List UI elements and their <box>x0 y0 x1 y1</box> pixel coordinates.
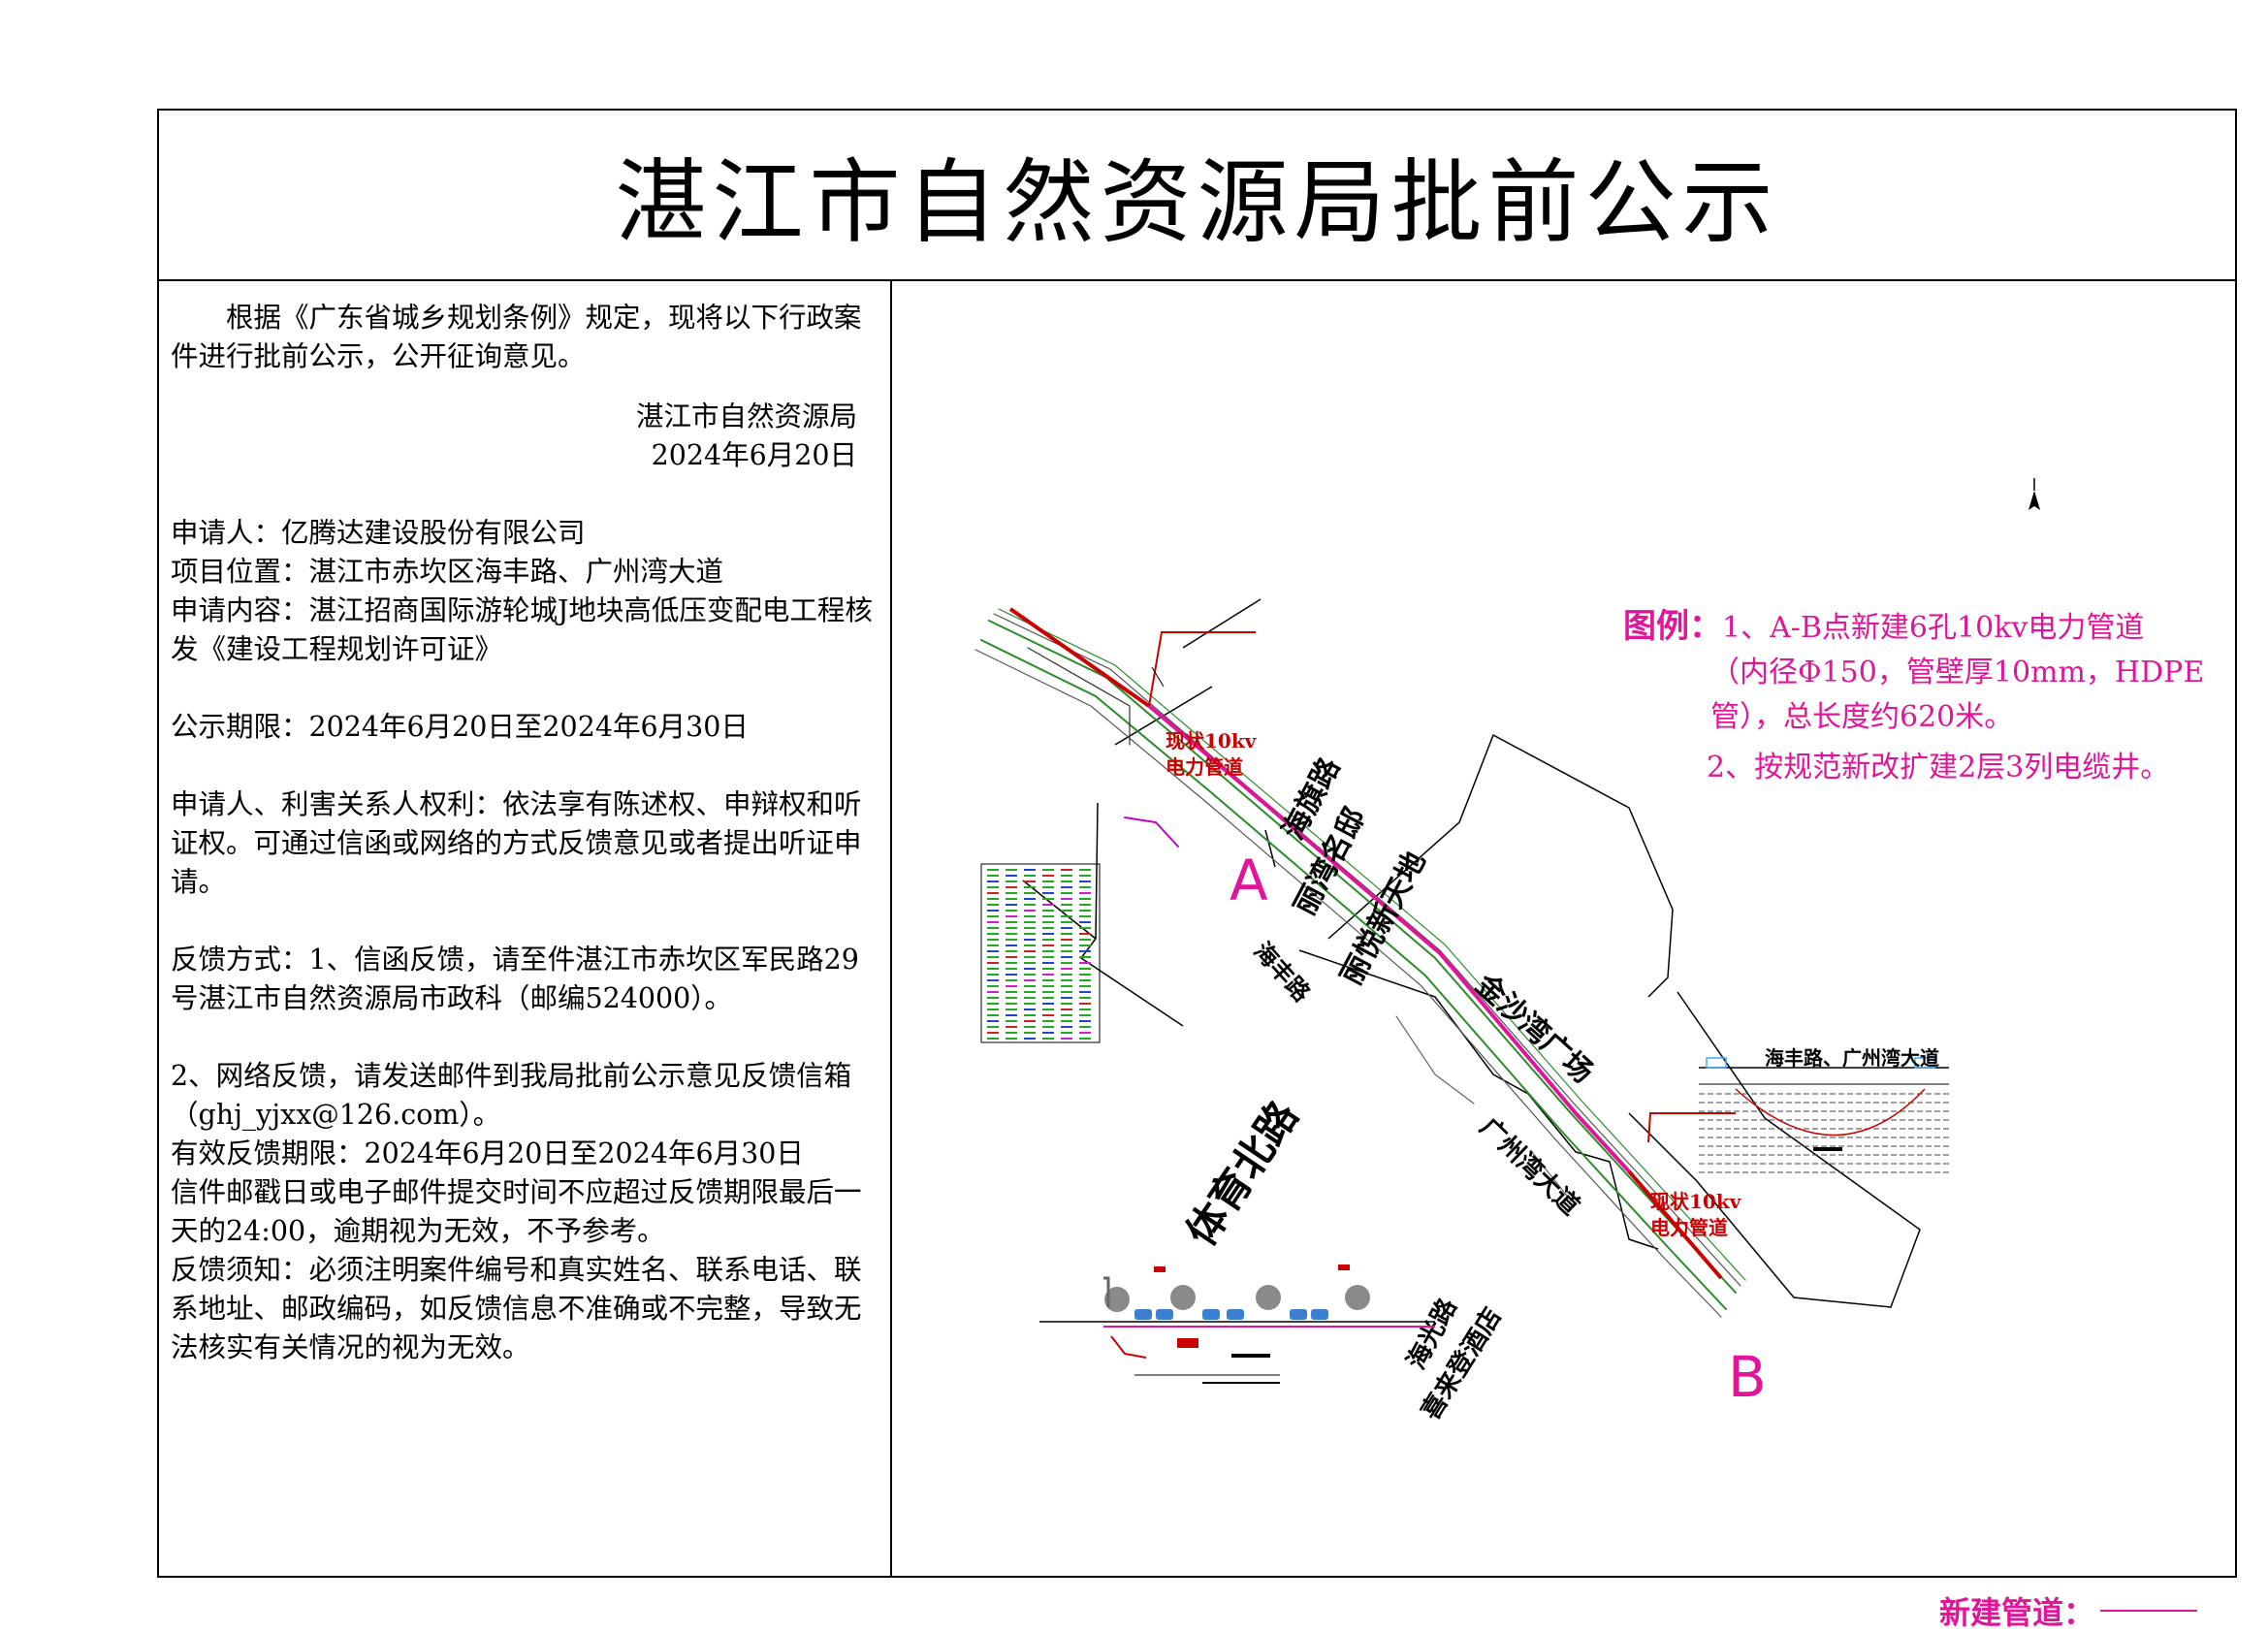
legend-item-3: 管），总长度约620米。 <box>1710 700 2014 734</box>
map-legend: 图例：1、A-B点新建6孔10kv电力管道 （内径Φ150，管壁厚10mm，HD… <box>1623 604 2224 790</box>
point-a-label: A <box>1230 848 1268 913</box>
page-title: 湛江市自然资源局批前公示 <box>615 150 1779 256</box>
point-b-label: B <box>1728 1344 1767 1410</box>
legend-head: 图例： <box>1623 607 1722 646</box>
north-arrow-icon <box>2028 478 2040 510</box>
stakeholder-rights: 申请人、利害关系人权利：依法享有陈述权、申辩权和听证权。可通过信函或网络的方式反… <box>171 788 862 898</box>
new-pipe-swatch <box>2100 1610 2198 1612</box>
road-cross-section <box>1039 1265 1435 1384</box>
feedback-mail: 反馈方式：1、信函反馈，请至件湛江市赤坎区军民路29号湛江市自然资源局市政科（邮… <box>171 944 859 1014</box>
legend-item-1: 1、A-B点新建6孔10kv电力管道 <box>1722 611 2145 645</box>
new-pipe-key: 新建管道： <box>1939 1588 2198 1633</box>
existing-pipe-label-b: 现状10kv 电力管道 <box>1650 1190 1747 1239</box>
notice-intro: 根据《广东省城乡规划条例》规定，现将以下行政案件进行批前公示，公开征询意见。 <box>171 302 862 372</box>
pipe-section-diagram: 海丰路、广州湾大道 <box>1699 1046 1949 1173</box>
notice-frame: 湛江市自然资源局批前公示 根据《广东省城乡规划条例》规定，现将以下行政案件进行批… <box>157 109 2237 1631</box>
site-plan-map: 现状10kv 电力管道 现状10kv 电力管道 A B 海旗路 丽湾名邸 丽悦新… <box>892 279 2235 1631</box>
notice-period: 公示期限：2024年6月20日至2024年6月30日 <box>171 711 749 743</box>
feedback-deadline: 有效反馈期限：2024年6月20日至2024年6月30日 <box>171 1137 804 1169</box>
existing-pipe-segment <box>1008 607 1151 708</box>
existing-pipe-label-b-line1: 现状10kv <box>1650 1190 1742 1213</box>
postmark-rule: 信件邮戳日或电子邮件提交时间不应超过反馈期限最后一天的24:00，逾期视为无效，… <box>171 1176 862 1247</box>
issue-date: 2024年6月20日 <box>651 439 857 471</box>
issuer: 湛江市自然资源局 <box>635 400 857 432</box>
haifeng-road-label: 海丰路 <box>1249 937 1317 1009</box>
tiyu-north-road-label: 体育北路 <box>1177 1092 1308 1255</box>
callout-lines <box>1148 631 1736 1143</box>
vehicle-icon <box>1227 1309 1244 1320</box>
feedback-requirement: 反馈须知：必须注明案件编号和真实姓名、联系电话、联系地址、邮政编码，如反馈信息不… <box>171 1254 862 1363</box>
applicant: 申请人：亿腾达建设股份有限公司 <box>171 517 586 549</box>
legend-item-2: （内径Φ150，管壁厚10mm，HDPE <box>1710 656 2205 689</box>
vehicle-icon <box>1202 1309 1220 1320</box>
new-pipe-route <box>1147 704 1631 1173</box>
existing-pipe-label-a-line1: 现状10kv <box>1166 729 1258 752</box>
new-pipe-label: 新建管道： <box>1939 1594 2095 1631</box>
site-plan-drawing: 现状10kv 电力管道 现状10kv 电力管道 A B 海旗路 丽湾名邸 丽悦新… <box>974 478 2040 1425</box>
feedback-email: 2、网络反馈，请发送邮件到我局批前公示意见反馈信箱（ghj_yjxx@126.c… <box>171 1060 852 1131</box>
legend-line-1: 图例：1、A-B点新建6孔10kv电力管道 <box>1623 604 2224 651</box>
vehicle-icon <box>1156 1309 1173 1320</box>
vehicle-icon <box>1290 1309 1307 1320</box>
application-content: 申请内容：湛江招商国际游轮城J地块高低压变配电工程核发《建设工程规划许可证》 <box>171 594 873 665</box>
vehicle-icon <box>1134 1309 1152 1320</box>
block-outlines <box>1022 598 1921 1308</box>
existing-pipe-label-a-line2: 电力管道 <box>1166 755 1243 779</box>
existing-pipe-segment-b <box>1627 1169 1723 1280</box>
guangzhouwan-avenue-label: 广州湾大道 <box>1474 1112 1585 1222</box>
legend-item-4: 2、按规范新改扩建2层3列电缆井。 <box>1707 751 2170 784</box>
pipe-schedule-inset <box>980 863 1101 1043</box>
existing-pipe-label-b-line2: 电力管道 <box>1650 1216 1728 1239</box>
title-bar: 湛江市自然资源局批前公示 <box>159 111 2235 281</box>
vehicle-icon <box>1311 1309 1328 1320</box>
project-location: 项目位置：湛江市赤坎区海丰路、广州湾大道 <box>171 556 724 588</box>
section-title: 海丰路、广州湾大道 <box>1765 1046 1939 1070</box>
notice-text-panel: 根据《广东省城乡规划条例》规定，现将以下行政案件进行批前公示，公开征询意见。 湛… <box>159 279 892 1576</box>
existing-pipe-label-a: 现状10kv 电力管道 <box>1166 729 1262 779</box>
